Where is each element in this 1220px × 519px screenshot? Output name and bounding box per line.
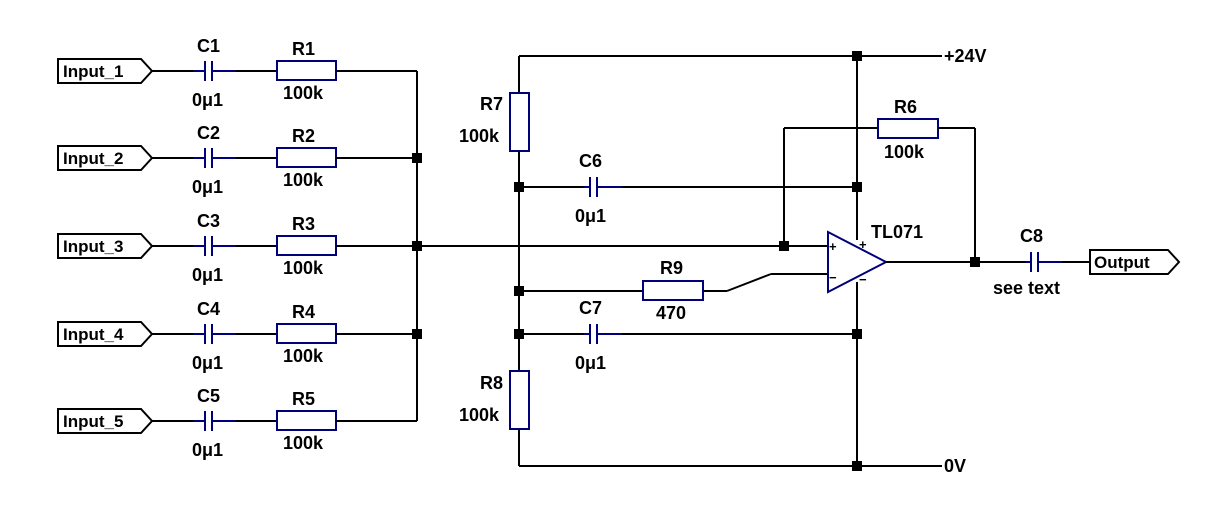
r7-resistor xyxy=(509,92,530,152)
input-port-5 xyxy=(57,408,154,434)
c2-value: 0μ1 xyxy=(192,177,223,197)
r9-value: 470 xyxy=(656,303,686,323)
c4-name: C4 xyxy=(197,299,220,319)
r8-value: 100k xyxy=(459,405,500,425)
r6-value: 100k xyxy=(884,142,925,162)
input-port-4 xyxy=(57,321,154,347)
input-port-label-3: Input_3 xyxy=(63,237,123,256)
c5-value: 0μ1 xyxy=(192,440,223,460)
r9-wire xyxy=(726,273,772,292)
input-port-label-5: Input_5 xyxy=(63,412,123,431)
opamp-supply-plus-sign: + xyxy=(859,237,867,252)
input-port-3 xyxy=(57,233,154,259)
r5-name: R5 xyxy=(292,389,315,409)
junction-dot xyxy=(970,257,980,267)
opamp-symbol xyxy=(827,230,889,294)
input-stage: Input_1C10μ1R1100kInput_2C20μ1R2100kInpu… xyxy=(57,36,417,460)
c5-name: C5 xyxy=(197,386,220,406)
input-port-label-4: Input_4 xyxy=(63,325,124,344)
r4-value: 100k xyxy=(283,346,324,366)
r6-resistor xyxy=(877,118,939,139)
r3-name: R3 xyxy=(292,214,315,234)
r1-resistor xyxy=(276,60,337,81)
c7-name: C7 xyxy=(579,298,602,318)
r2-name: R2 xyxy=(292,126,315,146)
ground-label: 0V xyxy=(944,456,966,476)
input-port-label-1: Input_1 xyxy=(63,62,123,81)
r7-name: R7 xyxy=(480,94,503,114)
r8-name: R8 xyxy=(480,373,503,393)
c1-value: 0μ1 xyxy=(192,90,223,110)
c1-name: C1 xyxy=(197,36,220,56)
c8-value: see text xyxy=(993,278,1060,298)
opamp-supply-minus-sign: − xyxy=(859,272,867,287)
c6-value: 0μ1 xyxy=(575,206,606,226)
junction-dot xyxy=(412,153,422,163)
c4-value: 0μ1 xyxy=(192,353,223,373)
c3-value: 0μ1 xyxy=(192,265,223,285)
input-port-label-2: Input_2 xyxy=(63,149,123,168)
c3-name: C3 xyxy=(197,211,220,231)
r4-name: R4 xyxy=(292,302,315,322)
c7-value: 0μ1 xyxy=(575,353,606,373)
r9-resistor xyxy=(642,280,704,301)
r6-name: R6 xyxy=(894,97,917,117)
c6-name: C6 xyxy=(579,151,602,171)
r5-resistor xyxy=(276,410,337,431)
r2-value: 100k xyxy=(283,170,324,190)
r4-resistor xyxy=(276,323,337,344)
r9-name: R9 xyxy=(660,258,683,278)
input-port-2 xyxy=(57,145,154,171)
input-port-1 xyxy=(57,58,154,84)
output-port xyxy=(1089,249,1181,275)
c8-name: C8 xyxy=(1020,226,1043,246)
c2-name: C2 xyxy=(197,123,220,143)
positive-supply-label: +24V xyxy=(944,46,987,66)
opamp-minus-sign: − xyxy=(829,270,837,285)
r3-resistor xyxy=(276,235,337,256)
r5-value: 100k xyxy=(283,433,324,453)
r3-value: 100k xyxy=(283,258,324,278)
r7-value: 100k xyxy=(459,126,500,146)
junction-dot xyxy=(412,329,422,339)
r1-name: R1 xyxy=(292,39,315,59)
r8-resistor xyxy=(509,370,530,430)
opamp-plus-sign: + xyxy=(829,239,837,254)
opamp-name: TL071 xyxy=(871,222,923,242)
r1-value: 100k xyxy=(283,83,324,103)
r2-resistor xyxy=(276,147,337,168)
output-port-label: Output xyxy=(1094,253,1150,272)
